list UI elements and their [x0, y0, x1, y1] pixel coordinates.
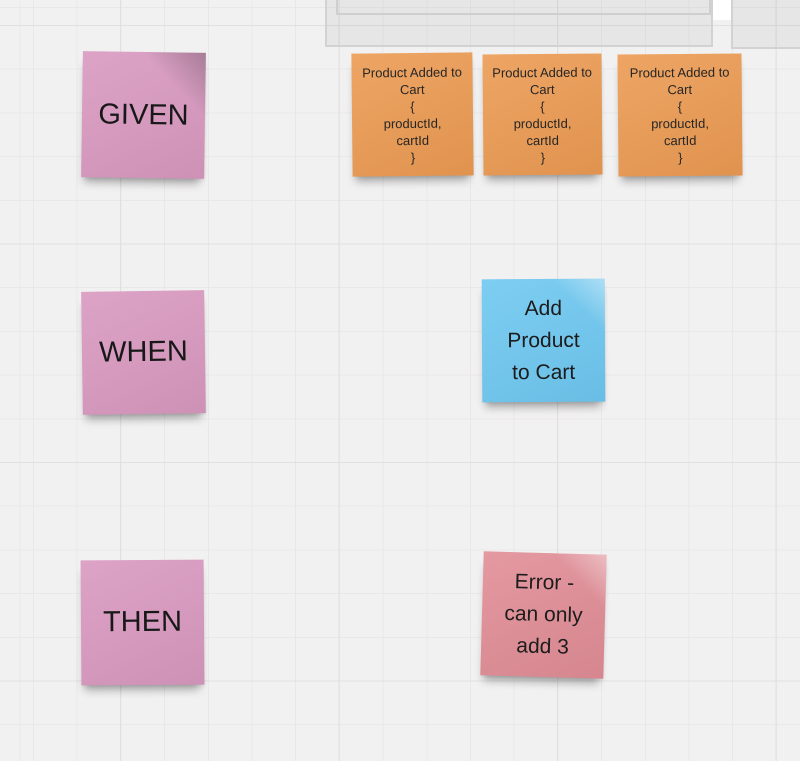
sticky-note-error[interactable]: Error - can only add 3: [480, 551, 607, 679]
sticky-note-text: Product Added to Cart { productId, cartI…: [362, 63, 463, 165]
frame-partial-top[interactable]: [325, 0, 713, 47]
sticky-note-text: WHEN: [98, 335, 189, 369]
sticky-note-event-2[interactable]: Product Added to Cart { productId, cartI…: [482, 53, 603, 176]
frame-partial-top-right[interactable]: [731, 0, 800, 49]
sticky-note-text: Add Product to Cart: [507, 296, 580, 384]
sticky-note-text: THEN: [102, 605, 183, 639]
sticky-note-event-1[interactable]: Product Added to Cart { productId, cartI…: [351, 52, 474, 177]
sticky-note-text: Product Added to Cart { productId, cartI…: [629, 64, 730, 166]
frame-inner-rect: [336, 0, 711, 15]
sticky-note-then[interactable]: THEN: [80, 559, 205, 686]
sticky-note-when[interactable]: WHEN: [81, 290, 206, 415]
sticky-note-text: Product Added to Cart { productId, cartI…: [492, 64, 593, 165]
sticky-note-text: Error - can only add 3: [504, 570, 583, 659]
sticky-note-text: GIVEN: [98, 97, 189, 132]
frame-gap-white: [713, 0, 731, 20]
sticky-note-given[interactable]: GIVEN: [81, 51, 206, 179]
sticky-note-command[interactable]: Add Product to Cart: [481, 278, 606, 403]
sticky-note-event-3[interactable]: Product Added to Cart { productId, cartI…: [617, 53, 743, 177]
